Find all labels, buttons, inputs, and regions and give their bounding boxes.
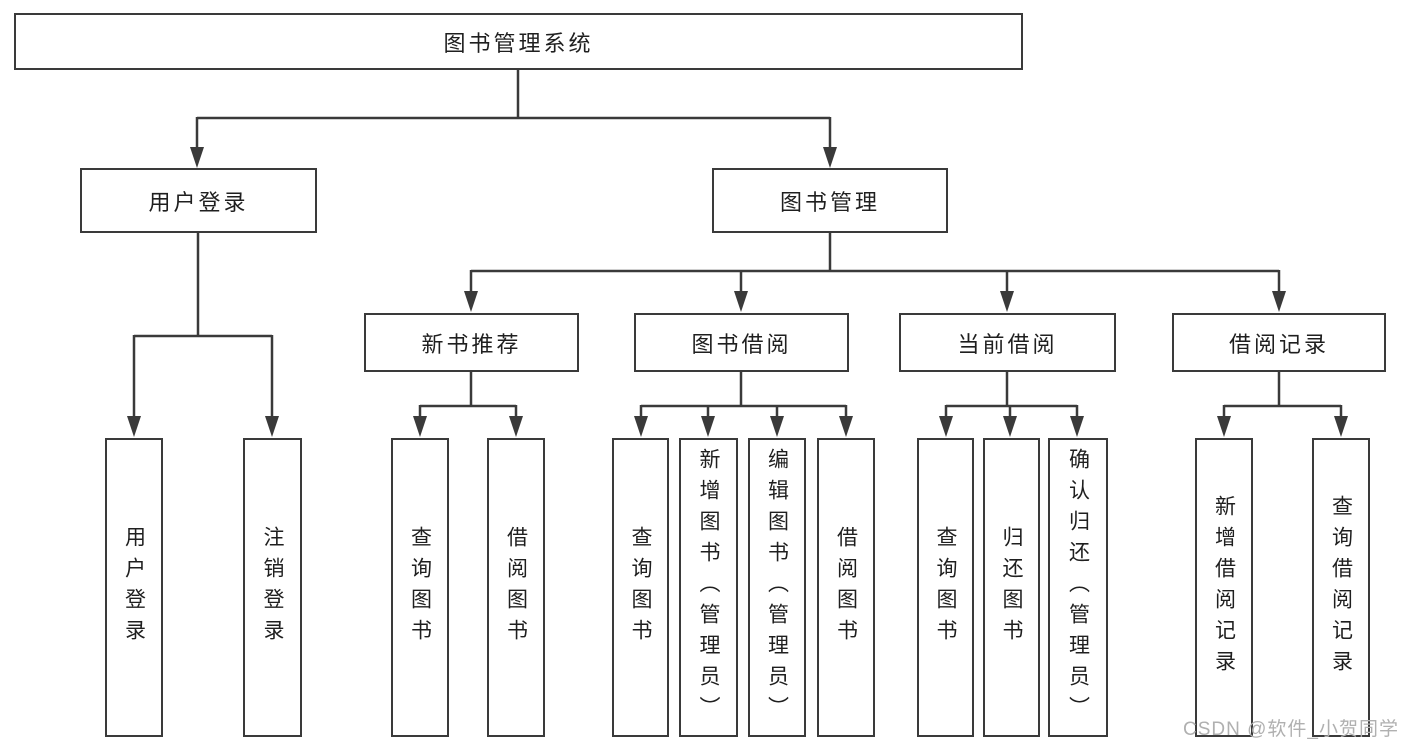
- arrowhead-icon: [127, 416, 141, 437]
- arrowhead-icon: [839, 416, 853, 437]
- arrowhead-icon: [734, 291, 748, 312]
- node-label: 注销登录: [261, 525, 284, 650]
- node-borrow-records: 借阅记录: [1172, 313, 1386, 372]
- csdn-watermark: CSDN @软件_小贺同学: [1183, 719, 1399, 740]
- arrowhead-icon: [1000, 291, 1014, 312]
- node-label: 用户登录: [122, 525, 146, 650]
- node-label: 新增借阅记录: [1212, 494, 1236, 681]
- leaf-query-books-3: 查询图书: [917, 438, 974, 737]
- node-label: 图书管理: [779, 189, 880, 215]
- node-book-management: 图书管理: [712, 168, 948, 233]
- arrowhead-icon: [509, 416, 523, 437]
- node-user-login-group: 用户登录: [80, 168, 317, 233]
- arrowhead-icon: [464, 291, 478, 312]
- node-label: 查询图书: [934, 525, 957, 650]
- leaf-query-borrow-record: 查询借阅记录: [1312, 438, 1370, 737]
- arrowhead-icon: [823, 147, 837, 168]
- node-label: 查询图书: [408, 525, 432, 650]
- leaf-add-book-admin: 新增图书（管理员）: [679, 438, 738, 737]
- leaf-logout: 注销登录: [243, 438, 302, 737]
- node-label: 归还图书: [1000, 525, 1023, 650]
- arrowhead-icon: [265, 416, 279, 437]
- leaf-query-books-1: 查询图书: [391, 438, 449, 737]
- leaf-add-borrow-record: 新增借阅记录: [1195, 438, 1253, 737]
- node-label: 图书借阅: [691, 331, 792, 357]
- leaf-return-book: 归还图书: [983, 438, 1040, 737]
- node-label: 借阅图书: [504, 525, 528, 650]
- leaf-user-login: 用户登录: [105, 438, 163, 737]
- arrowhead-icon: [1217, 416, 1231, 437]
- arrowhead-icon: [190, 147, 204, 168]
- leaf-borrow-books-2: 借阅图书: [817, 438, 875, 737]
- node-label: 用户登录: [148, 189, 249, 215]
- node-label: 借阅图书: [834, 525, 858, 650]
- leaf-confirm-return-admin: 确认归还（管理员）: [1048, 438, 1108, 737]
- leaf-query-books-2: 查询图书: [612, 438, 669, 737]
- arrowhead-icon: [634, 416, 648, 437]
- node-label: 查询借阅记录: [1329, 494, 1353, 681]
- arrowhead-icon: [770, 416, 784, 437]
- node-new-book-recommend: 新书推荐: [364, 313, 579, 372]
- arrowhead-icon: [1334, 416, 1348, 437]
- node-label: 借阅记录: [1228, 331, 1329, 357]
- leaf-edit-book-admin: 编辑图书（管理员）: [748, 438, 806, 737]
- node-book-borrow: 图书借阅: [634, 313, 849, 372]
- arrowhead-icon: [701, 416, 715, 437]
- node-label: 查询图书: [629, 525, 652, 650]
- node-current-borrow: 当前借阅: [899, 313, 1116, 372]
- node-label: 确认归还（管理员）: [1066, 448, 1090, 727]
- arrowhead-icon: [1272, 291, 1286, 312]
- arrowhead-icon: [1003, 416, 1017, 437]
- node-label: 图书管理系统: [443, 30, 594, 56]
- arrowhead-icon: [939, 416, 953, 437]
- node-label: 编辑图书（管理员）: [765, 448, 789, 727]
- node-label: 当前借阅: [957, 331, 1058, 357]
- node-label: 新增图书（管理员）: [697, 448, 720, 727]
- arrowhead-icon: [1070, 416, 1084, 437]
- arrowhead-icon: [413, 416, 427, 437]
- node-label: 新书推荐: [421, 331, 522, 357]
- node-library-system: 图书管理系统: [14, 13, 1023, 70]
- leaf-borrow-books-1: 借阅图书: [487, 438, 545, 737]
